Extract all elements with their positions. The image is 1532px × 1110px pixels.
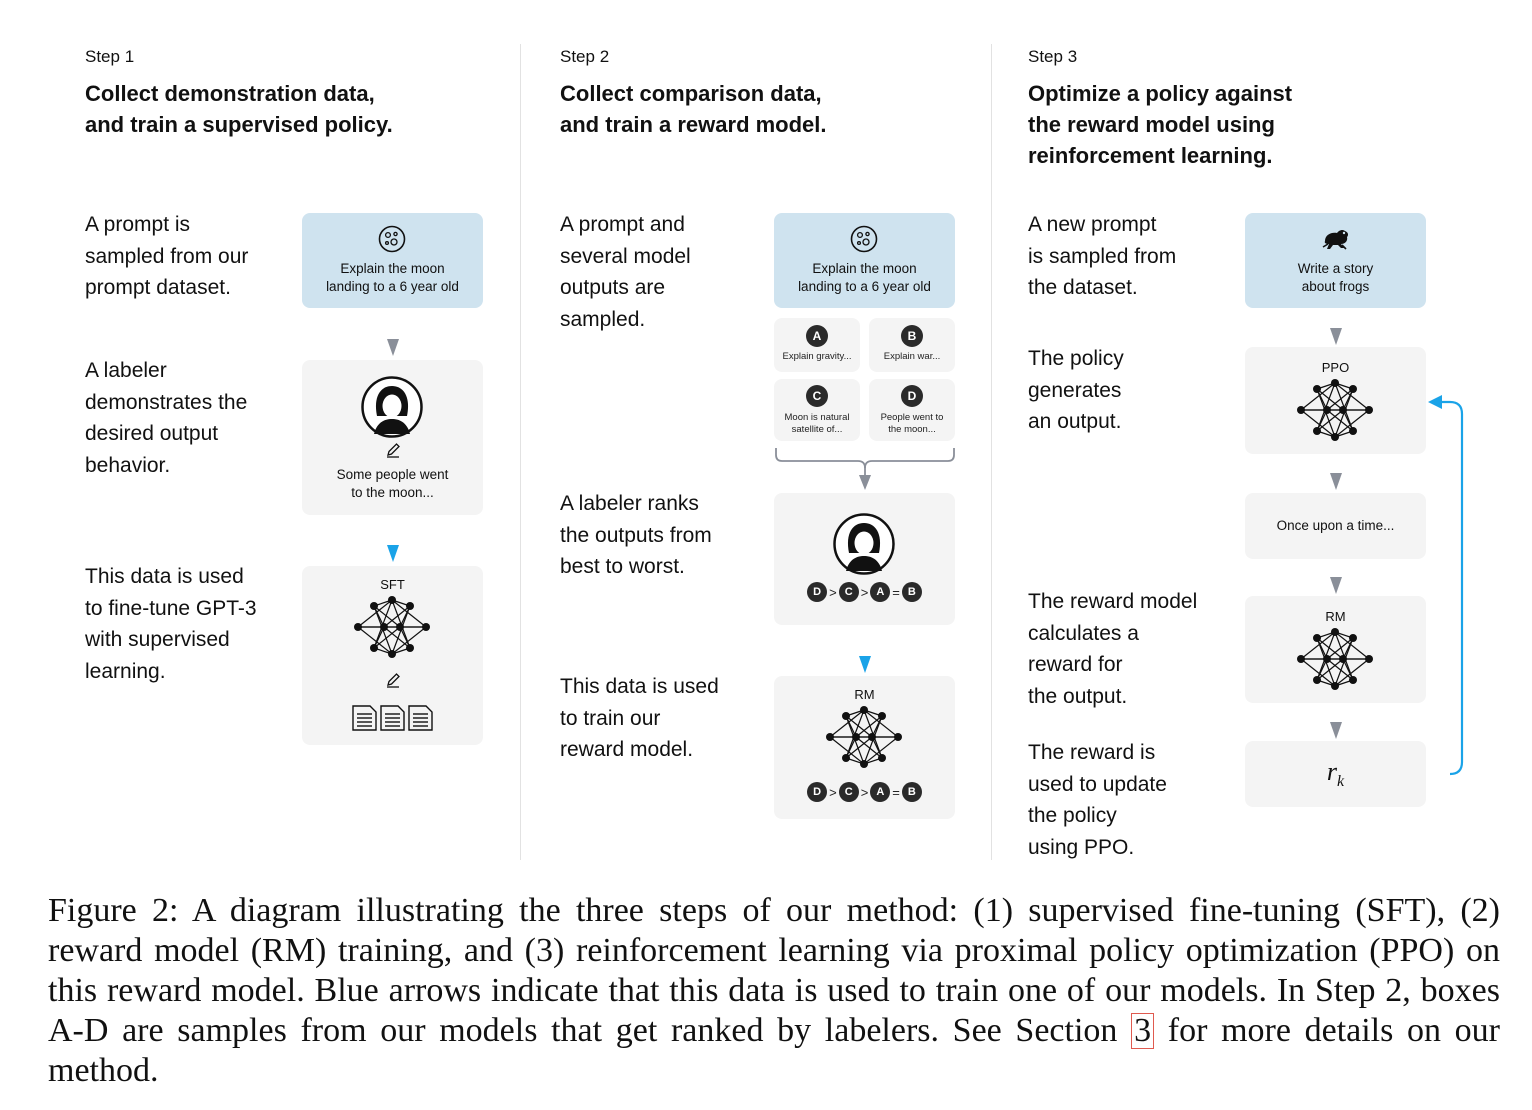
neural-network-icon: [1297, 379, 1373, 441]
output-card-a: A Explain gravity...: [774, 318, 860, 372]
feedback-arrow: [1428, 395, 1464, 776]
output-a-badge: A: [806, 325, 828, 347]
step1-title: Collect demonstration data, and train a …: [85, 81, 393, 137]
output-text: Once upon a time...: [1276, 518, 1395, 533]
grey-arrow-4: [1330, 473, 1342, 490]
rm-label: RM: [854, 687, 875, 702]
output-d-badge: D: [901, 385, 923, 407]
pencil-icon: [387, 443, 400, 458]
blue-arrow-1: [387, 545, 399, 562]
output-c-badge: C: [806, 385, 828, 407]
blue-arrow-2: [859, 656, 871, 673]
column-divider-2: [991, 44, 992, 860]
grey-arrow-1: [387, 339, 399, 356]
step1-label: Step 1: [85, 47, 135, 66]
step3-reward-card: rk: [1245, 741, 1426, 807]
step3-title: Optimize a policy against the reward mod…: [1028, 81, 1293, 168]
grey-arrow-5: [1330, 577, 1342, 594]
frog-icon: [1322, 229, 1349, 250]
ppo-label: PPO: [1321, 360, 1350, 375]
step3-output-card: Once upon a time...: [1245, 493, 1426, 559]
column-divider-1: [520, 44, 521, 860]
labeler-avatar-icon: [833, 513, 895, 575]
step2-labeler-card: D>C>A=B: [774, 493, 955, 625]
labeler-avatar-icon: [361, 376, 423, 438]
step3-ppo-card: PPO: [1245, 347, 1426, 454]
rm-label: RM: [1325, 609, 1346, 624]
moon-icon: [850, 225, 878, 253]
step2-title: Collect comparison data, and train a rew…: [560, 81, 827, 137]
neural-network-icon: [826, 706, 902, 768]
documents-icon: [352, 705, 433, 731]
pencil-icon: [387, 673, 400, 688]
step3-label: Step 3: [1028, 47, 1078, 66]
merge-brace: [775, 448, 955, 490]
sft-label: SFT: [380, 577, 405, 592]
step2-rm-card: RM D>C>A=B: [774, 676, 955, 819]
ranking-row: D>C>A=B: [774, 582, 955, 604]
output-b-badge: B: [901, 325, 923, 347]
neural-network-icon: [354, 596, 430, 658]
moon-icon: [378, 225, 406, 253]
step2-label: Step 2: [560, 47, 610, 66]
step3-rm-card: RM: [1245, 596, 1426, 703]
section-reference-link[interactable]: 3: [1131, 1013, 1155, 1049]
neural-network-icon: [1297, 628, 1373, 690]
ranking-row: D>C>A=B: [774, 782, 955, 804]
grey-arrow-3: [1330, 328, 1342, 345]
figure-caption: Figure 2: A diagram illustrating the thr…: [48, 892, 1501, 1089]
grey-arrow-6: [1330, 722, 1342, 739]
step1-sft-card: SFT: [302, 566, 483, 745]
reward-symbol: rk: [1326, 757, 1345, 791]
output-card-b: B Explain war...: [869, 318, 955, 372]
